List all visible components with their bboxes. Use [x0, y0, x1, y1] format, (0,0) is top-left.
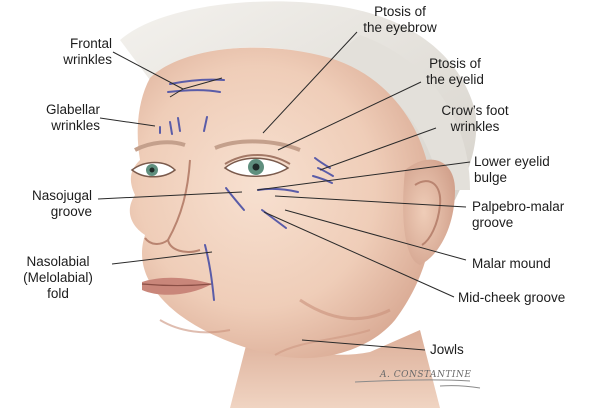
label-lower-eyelid-bulge: Lower eyelid bulge — [474, 154, 594, 186]
label-palpebro-malar-groove: Palpebro-malar groove — [472, 199, 597, 231]
label-glabellar-wrinkles: Glabellar wrinkles — [18, 102, 100, 134]
ear — [403, 160, 455, 265]
label-nasojugal-groove: Nasojugal groove — [10, 188, 92, 220]
artist-signature: A. CONSTANTINE — [380, 370, 471, 380]
label-ptosis-eyebrow: Ptosis of the eyebrow — [340, 4, 460, 36]
label-mid-cheek-groove: Mid-cheek groove — [458, 290, 598, 306]
label-crows-foot-wrinkles: Crow’s foot wrinkles — [420, 103, 530, 135]
label-frontal-wrinkles: Frontal wrinkles — [30, 36, 112, 68]
label-nasolabial-fold: Nasolabial (Melolabial) fold — [8, 254, 108, 302]
label-malar-mound: Malar mound — [472, 256, 582, 272]
label-ptosis-eyelid: Ptosis of the eyelid — [400, 56, 510, 88]
label-jowls: Jowls — [430, 342, 490, 358]
